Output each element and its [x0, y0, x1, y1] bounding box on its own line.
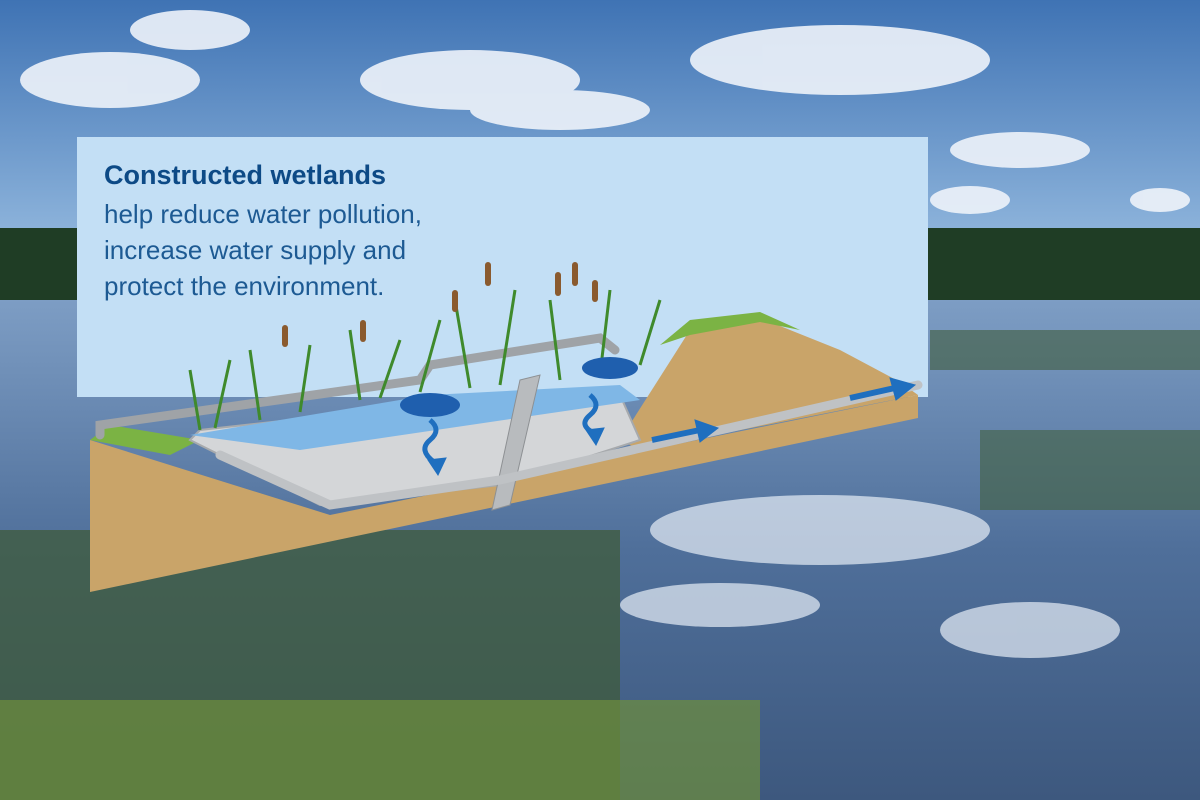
wetland-plants [188, 289, 662, 431]
description-line: help reduce water pollution, [104, 199, 422, 229]
infographic-title: Constructed wetlands [104, 160, 387, 190]
hill-grass [660, 312, 800, 345]
description-line: increase water supply and [104, 235, 407, 265]
flow-arrow-icon [422, 377, 917, 477]
cloud-reflections [620, 495, 1120, 658]
clouds [20, 10, 1190, 214]
description-line: protect the environment. [104, 271, 385, 301]
water-splash [400, 357, 638, 417]
cattails [282, 262, 598, 347]
soil-hill [620, 318, 918, 450]
basin-grass-left [90, 425, 200, 455]
infographic-description: help reduce water pollution, increase wa… [104, 196, 524, 304]
